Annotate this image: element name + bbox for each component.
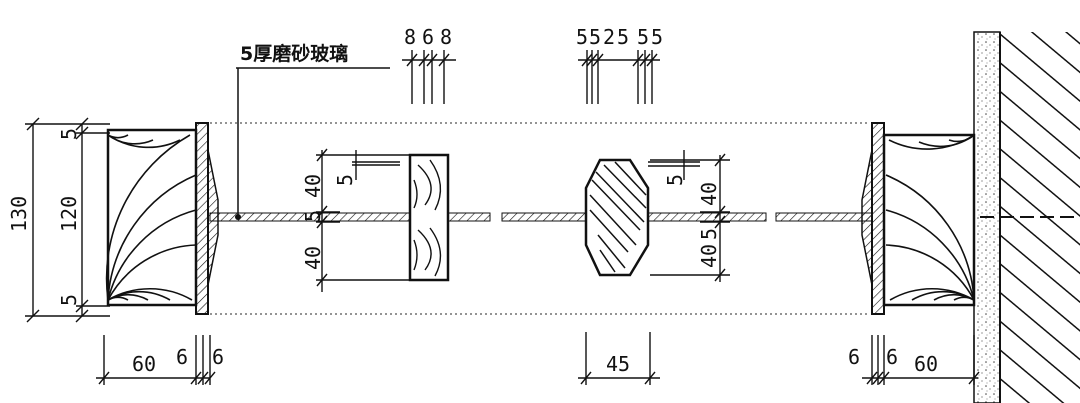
left-frame-body (106, 128, 198, 307)
timber-mullion-section (584, 158, 650, 277)
right-glazing-stop (861, 149, 873, 286)
glass-annotation: 5厚磨砂玻璃 (235, 42, 390, 220)
dim-mullion-40-bot: 40 (697, 244, 721, 268)
dim-mullion-top-1: 5 (576, 25, 588, 49)
dim-mullion-5-side: 5 (663, 174, 687, 186)
left-frame-grain (105, 134, 197, 301)
right-timber-frame (861, 122, 976, 315)
frame-outline-dotted (210, 122, 870, 315)
right-glazing-bead (871, 122, 885, 315)
strip-body (408, 153, 450, 282)
dim-mullion-top-5: 5 (637, 25, 649, 49)
dim-strip-8b: 8 (440, 25, 452, 49)
dim-strip-5-mid: 5 (301, 210, 325, 222)
dim-mullion-45: 45 (606, 352, 630, 376)
wall (973, 31, 1080, 403)
dim-left-5-bottom: 5 (57, 294, 81, 306)
dim-left-6b: 6 (212, 345, 224, 369)
dim-left-6a: 6 (176, 345, 188, 369)
left-glazing-stop (207, 149, 219, 286)
right-frame-grain (885, 134, 975, 301)
dim-strip-5-side: 5 (333, 174, 357, 186)
dimension-labels: 130 120 5 5 60 6 6 8 6 8 5 5 2 5 5 5 40 … (7, 25, 938, 376)
glass-segment-3 (775, 212, 873, 222)
dim-120: 120 (57, 196, 81, 232)
glass-leader-dot (235, 214, 241, 220)
dim-right-60: 60 (914, 352, 938, 376)
dim-left-5-top: 5 (57, 128, 81, 140)
dim-mullion-5-mid: 5 (697, 228, 721, 240)
dim-left-60: 60 (132, 352, 156, 376)
dim-130: 130 (7, 196, 31, 232)
mullion-grain (589, 161, 647, 273)
dim-strip-6: 6 (422, 25, 434, 49)
dim-strip-40-bot: 40 (301, 246, 325, 270)
dim-mullion-top-6: 5 (651, 25, 663, 49)
mullion-body (584, 158, 650, 277)
dim-mullion-top-3: 2 (603, 25, 615, 49)
strip-grain (413, 159, 442, 277)
dim-right-6a: 6 (848, 345, 860, 369)
glass-label-text: 5厚磨砂玻璃 (240, 42, 348, 65)
dim-mullion-top-2: 5 (589, 25, 601, 49)
dim-strip-40-top: 40 (301, 174, 325, 198)
dimension-lines (25, 50, 980, 385)
dim-right-6b: 6 (886, 345, 898, 369)
left-timber-frame (105, 122, 219, 315)
dim-mullion-top-4: 5 (617, 25, 629, 49)
right-frame-body (882, 133, 976, 307)
left-glazing-bead (195, 122, 209, 315)
dim-strip-8a: 8 (404, 25, 416, 49)
glazing-strip-section (408, 153, 450, 282)
dim-mullion-40-top: 40 (697, 182, 721, 206)
